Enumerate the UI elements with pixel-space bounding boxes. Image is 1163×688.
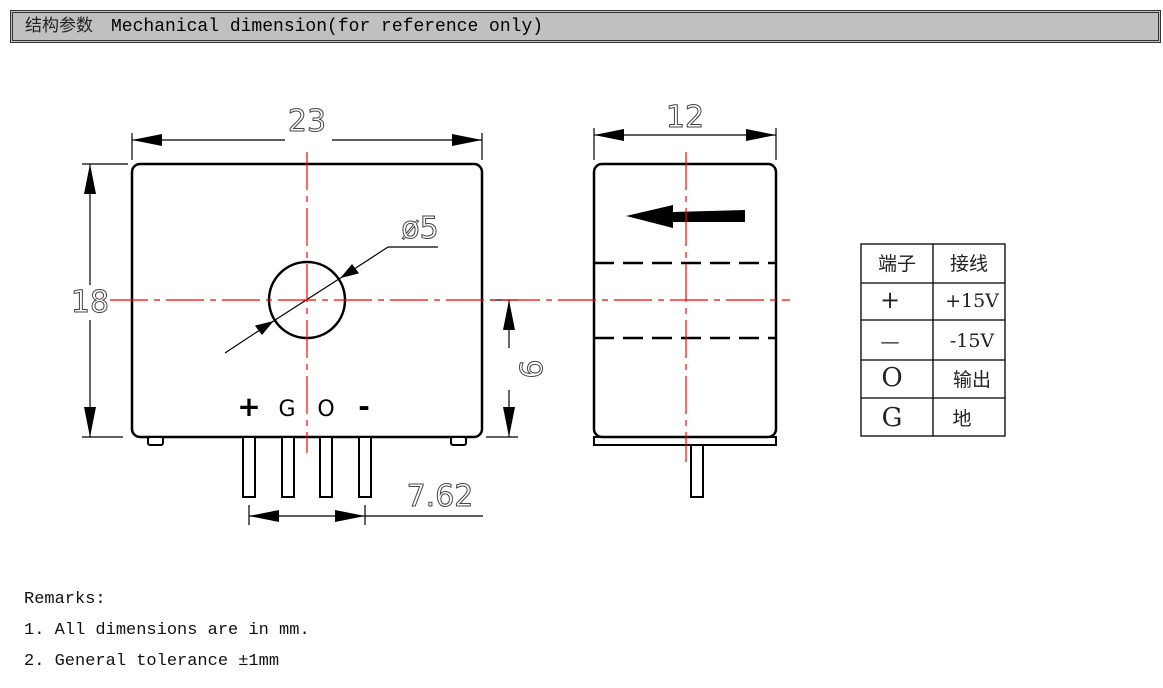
table-header: 端子 bbox=[878, 253, 916, 275]
half-height-dimension: 9 bbox=[512, 359, 547, 378]
pin-label: - bbox=[358, 390, 370, 423]
remark-item: 1. All dimensions are in mm. bbox=[24, 621, 310, 640]
table-cell: +15V bbox=[945, 290, 999, 312]
pin-table bbox=[860, 243, 1006, 437]
table-cell: G bbox=[882, 403, 903, 433]
header-title-cn: 结构参数 bbox=[25, 16, 93, 36]
depth-dimension: 12 bbox=[666, 100, 704, 135]
table-cell: 地 bbox=[952, 408, 971, 430]
section-header: 结构参数 Mechanical dimension(for reference o… bbox=[10, 10, 1161, 43]
table-cell: -15V bbox=[950, 330, 995, 352]
pin-label: + bbox=[237, 390, 260, 423]
hole-dimension: ø5 bbox=[401, 211, 438, 246]
table-cell: 输出 bbox=[953, 369, 991, 391]
table-header: 接线 bbox=[950, 253, 988, 275]
header-title-en: Mechanical dimension(for reference only) bbox=[111, 17, 544, 37]
height-dimension: 18 bbox=[71, 285, 109, 320]
pins bbox=[147, 436, 467, 498]
table-cell: O bbox=[881, 363, 902, 393]
pitch-dimension: 7.62 bbox=[407, 479, 474, 514]
pin-label: G bbox=[278, 397, 295, 422]
table-cell: + bbox=[880, 286, 900, 314]
side-pin bbox=[690, 444, 704, 498]
remarks-title: Remarks: bbox=[24, 590, 106, 609]
pin-label: O bbox=[317, 397, 334, 422]
remark-item: 2. General tolerance ±1mm bbox=[24, 652, 280, 671]
width-dimension: 23 bbox=[288, 104, 326, 139]
table-cell: — bbox=[881, 331, 900, 353]
